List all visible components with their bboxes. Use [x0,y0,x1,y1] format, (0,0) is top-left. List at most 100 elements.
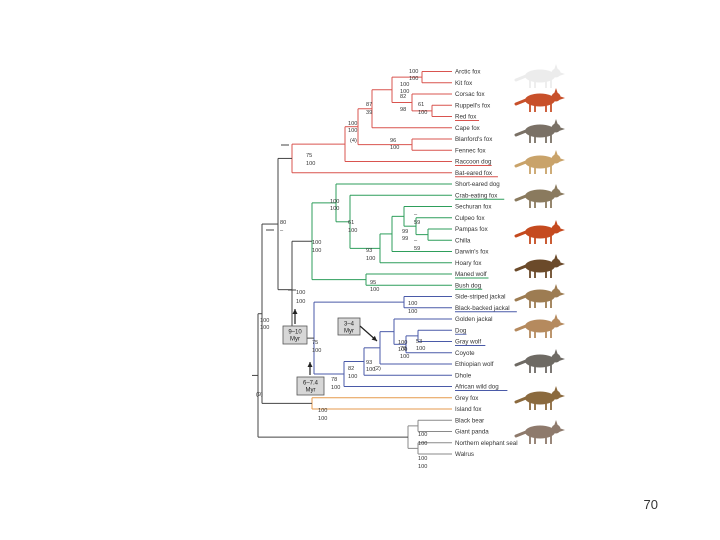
taxon-label: Dhole [455,372,472,379]
raccoon-dog-icon [514,119,565,143]
support-value: 100 [400,89,409,95]
myr-range: 9–10 [288,330,302,336]
taxon-label: Pampas fox [455,226,489,233]
support-value: 100 [418,110,427,116]
taxon-label: Black-backed jackal [455,305,510,312]
taxon-label: Golden jackal [455,316,493,323]
taxon-label: Ruppell's fox [455,102,491,109]
support-value: 100 [418,464,427,470]
support-value: 100 [348,228,357,234]
support-value: 100 [296,299,305,305]
myr-range: 3–4 [344,322,355,328]
support-value: – [414,212,418,218]
bat-eared-fox-icon [514,150,565,174]
myr-unit: Myr [290,337,300,343]
arrowhead-icon [292,309,298,314]
myr-unit: Myr [344,329,354,335]
taxon-label: Coyote [455,350,475,357]
support-value: 100 [348,121,357,127]
taxon-label: Bat-eared fox [455,170,493,177]
support-value: (4) [350,138,357,144]
myr-unit: Myr [306,388,316,394]
support-value: 39 [366,110,372,116]
support-value: 75 [312,340,318,346]
taxon-label: Red fox [455,114,477,121]
taxon-label: Bush dog [455,282,482,289]
taxon-label: Crab-eating fox [455,192,498,199]
grey-fox-icon [514,420,565,444]
support-value: 100 [408,301,417,307]
support-value: 100 [330,199,339,205]
support-value: 78 [331,377,337,383]
support-value: 61 [418,102,424,108]
support-value: 100 [366,367,375,373]
taxon-label: Black bear [455,417,484,424]
taxon-label: Hoary fox [455,260,482,267]
support-value: 96 [390,138,396,144]
support-value: 100 [400,354,409,360]
support-value: 100 [296,290,305,296]
support-value: 100 [260,325,269,331]
support-values: 1001001001008298611008739100100(4)961007… [256,69,427,470]
taxon-label: Kit fox [455,80,473,87]
arrowhead-icon [371,335,377,341]
support-value: 59 [414,246,420,252]
support-value: – [280,228,284,234]
support-value: 59 [414,220,420,226]
taxon-label: Culpeo fox [455,215,485,222]
dog-icon [514,314,565,338]
animal-illustrations [514,64,565,444]
support-value: 80 [280,220,286,226]
support-value: 98 [400,107,406,113]
black-backed-jackal-icon [514,284,565,308]
taxon-label: Cape fox [455,125,481,132]
taxon-label: Dog [455,327,467,334]
myr-box [296,376,325,396]
taxon-label: Ethiopian wolf [455,361,494,368]
support-value: 53 [416,339,422,345]
support-value: 100 [348,374,357,380]
taxon-label: Sechuran fox [455,204,492,211]
support-value: 82 [400,94,406,100]
support-value: 100 [331,385,340,391]
support-value: – [414,238,418,244]
bush-dog-icon [514,254,565,278]
support-value: 99 [402,229,408,235]
support-value: 100 [260,318,269,324]
support-value: 100 [418,432,427,438]
crab-eating-fox-icon [514,184,565,208]
support-value: 87 [366,102,372,108]
maned-wolf-icon [514,220,565,244]
support-value: 100 [370,287,379,293]
support-value: 100 [398,340,407,346]
support-value: 100 [416,346,425,352]
taxon-label: Blanford's fox [455,136,493,143]
support-value: 100 [312,240,321,246]
support-value: 78 [400,346,406,352]
support-value: 93 [366,248,372,254]
arctic-fox-icon [514,64,565,88]
taxon-label: Side-striped jackal [455,294,506,301]
support-value: 100 [330,206,339,212]
taxon-label: Short-eared dog [455,181,500,188]
support-value: (9) [256,392,263,398]
taxon-label: Grey fox [455,395,479,402]
myr-range: 6–7.4 [303,381,319,387]
taxon-label: Arctic fox [455,69,481,76]
support-value: 100 [400,82,409,88]
support-value: 100 [318,416,327,422]
support-value: (2) [374,366,381,372]
support-value: 100 [398,347,407,353]
support-value: 100 [312,348,321,354]
taxon-label: Northern elephant seal [455,440,518,447]
support-value: 100 [408,309,417,315]
support-value: 95 [370,280,376,286]
support-value: 61 [348,220,354,226]
taxon-label: Chilla [455,237,471,244]
support-value: 93 [366,360,372,366]
taxon-label: Fennec fox [455,147,487,154]
taxon-label: Maned wolf [455,271,487,278]
support-value: 75 [306,153,312,159]
slide-number: 70 [643,497,658,512]
